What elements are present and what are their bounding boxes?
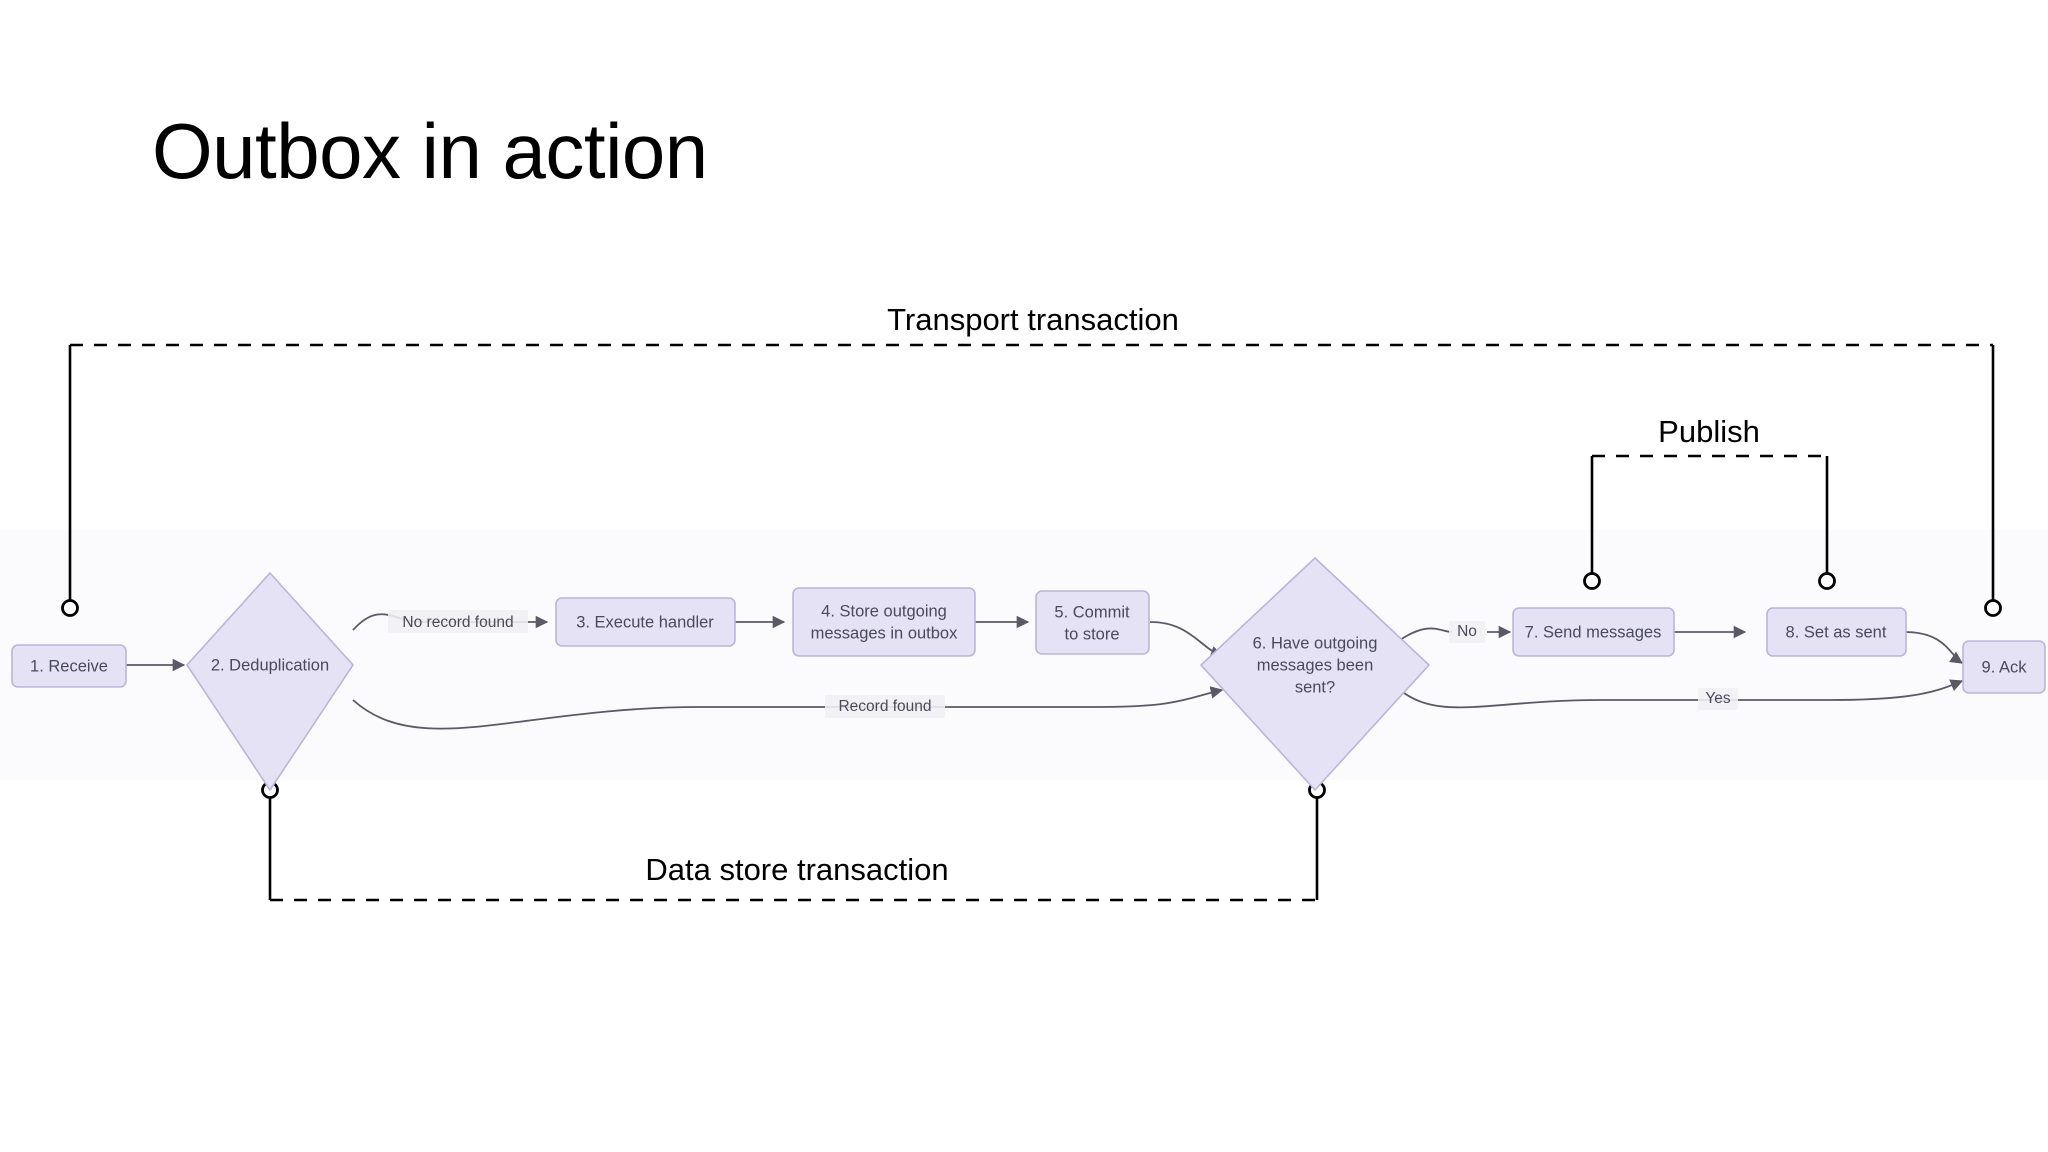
edge-commit-to-have-outgoing <box>1149 621 1224 659</box>
node-4-label-line2: messages in outbox <box>811 624 959 642</box>
node-3-execute-handler[interactable]: 3. Execute handler <box>555 597 736 647</box>
edge-label-no-record-found: No record found <box>388 610 528 633</box>
edge-label-no-record-found-text: No record found <box>402 614 513 631</box>
node-3-execute-handler-label: 3. Execute handler <box>576 613 714 631</box>
node-6-have-outgoing-messages-been-sent[interactable]: 6. Have outgoing messages been sent? <box>1199 556 1431 792</box>
node-4-store-outgoing-messages[interactable]: 4. Store outgoing messages in outbox <box>792 587 976 657</box>
edge-label-no: No <box>1449 621 1485 643</box>
edge-label-yes-text: Yes <box>1705 690 1731 707</box>
node-4-label-line1: 4. Store outgoing <box>821 602 947 620</box>
bracket-transport-left-endpoint <box>61 599 79 617</box>
bracket-data-store-transaction: Data store transaction <box>261 781 1326 902</box>
node-2-deduplication-label: 2. Deduplication <box>211 656 329 674</box>
node-1-receive-label: 1. Receive <box>30 657 108 675</box>
node-6-label-line1: 6. Have outgoing <box>1253 634 1378 652</box>
edge-have-outgoing-to-no-branch <box>1399 627 1453 641</box>
edge-set-as-sent-to-ack <box>1904 631 1964 664</box>
node-6-label-line3: sent? <box>1295 678 1335 696</box>
bracket-transport-right-endpoint <box>1984 599 2002 617</box>
bracket-publish-right-endpoint <box>1818 572 1836 590</box>
edge-label-yes: Yes <box>1698 688 1738 710</box>
node-7-send-messages-label: 7. Send messages <box>1525 623 1662 641</box>
node-8-set-as-sent-label: 8. Set as sent <box>1786 623 1887 641</box>
edge-label-record-found-text: Record found <box>838 698 931 715</box>
node-7-send-messages[interactable]: 7. Send messages <box>1512 607 1675 657</box>
node-5-label-line2: to store <box>1064 625 1119 643</box>
bracket-datastore-label: Data store transaction <box>645 852 948 887</box>
node-1-receive[interactable]: 1. Receive <box>11 644 127 688</box>
bracket-transport-label: Transport transaction <box>887 302 1179 337</box>
edge-deduplication-to-have-outgoing <box>352 686 1224 730</box>
bracket-transport-transaction: Transport transaction <box>61 302 2002 617</box>
edge-label-no-text: No <box>1457 623 1477 640</box>
edge-label-record-found: Record found <box>825 695 945 718</box>
node-6-label-line2: messages been <box>1257 656 1374 674</box>
edge-have-outgoing-to-ack <box>1399 679 1964 709</box>
node-2-deduplication[interactable]: 2. Deduplication <box>185 571 355 792</box>
bracket-publish-left-endpoint <box>1583 572 1601 590</box>
node-5-commit-to-store[interactable]: 5. Commit to store <box>1035 590 1150 655</box>
page-title: Outbox in action <box>152 107 708 195</box>
node-9-ack[interactable]: 9. Ack <box>1962 640 2046 694</box>
node-8-set-as-sent[interactable]: 8. Set as sent <box>1766 607 1907 657</box>
node-9-ack-label: 9. Ack <box>1982 658 2028 676</box>
bracket-publish-label: Publish <box>1658 414 1760 449</box>
bracket-publish: Publish <box>1583 414 1836 590</box>
node-5-label-line1: 5. Commit <box>1054 603 1130 621</box>
